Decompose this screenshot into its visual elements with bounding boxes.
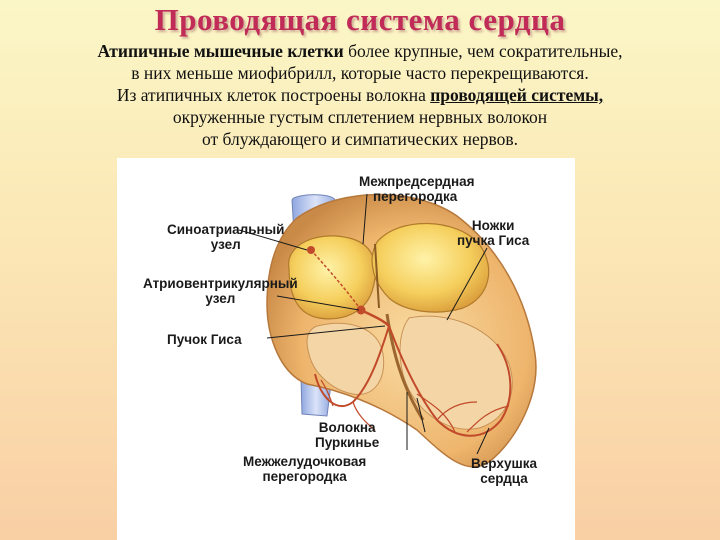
right-atrium bbox=[288, 235, 376, 320]
label-bundle-of-his: Пучок Гиса bbox=[167, 332, 242, 347]
label-purkinje-fibers-1: Волокна bbox=[318, 420, 376, 435]
label-interventricular-septum-2: перегородка bbox=[262, 469, 347, 484]
description: Атипичные мышечные клетки более крупные,… bbox=[10, 40, 710, 150]
label-interatrial-septum: Межпредсердная перегородка bbox=[359, 174, 474, 204]
label-apex-1: Верхушка bbox=[471, 456, 538, 471]
description-line-2: в них меньше миофибрилл, которые часто п… bbox=[131, 63, 589, 83]
right-bundle-branch bbox=[314, 325, 390, 408]
description-line-3: Из атипичных клеток построены волокна пр… bbox=[10, 84, 710, 106]
description-bold-term: Атипичные мышечные клетки bbox=[97, 41, 344, 61]
label-interatrial-septum-2: перегородка bbox=[373, 189, 458, 204]
internodal-pathway bbox=[310, 249, 362, 311]
label-interventricular-septum: Межжелудочковая перегородка bbox=[243, 454, 366, 484]
leader-lines bbox=[238, 193, 490, 455]
left-ventricle bbox=[399, 315, 513, 430]
label-av-node-1: Атриовентрикулярный bbox=[143, 276, 298, 291]
label-purkinje-fibers-2: Пуркинье bbox=[315, 435, 380, 450]
label-bundle-branches-2: пучка Гиса bbox=[457, 233, 530, 248]
label-apex-2: сердца bbox=[480, 471, 528, 486]
left-bundle-branch bbox=[388, 325, 512, 437]
label-sinoatrial-node-1: Синоатриальный bbox=[167, 222, 285, 237]
label-apex: Верхушка сердца bbox=[471, 456, 537, 486]
description-line-5: от блуждающего и симпатических нервов. bbox=[201, 129, 519, 149]
bundle-of-his-path bbox=[360, 308, 390, 327]
slide-title: Проводящая система сердца bbox=[154, 2, 566, 37]
right-ventricle bbox=[306, 322, 385, 396]
description-emphasis: проводящей системы, bbox=[430, 85, 604, 105]
label-av-node-2: узел bbox=[205, 291, 236, 306]
description-line-1: Атипичные мышечные клетки более крупные,… bbox=[10, 40, 710, 62]
label-bundle-branches-1: Ножки bbox=[471, 218, 515, 233]
label-bundle-branches: Ножки пучка Гиса bbox=[457, 218, 529, 248]
label-bundle-of-his-1: Пучок Гиса bbox=[167, 332, 242, 347]
heart-illustration bbox=[238, 193, 537, 468]
label-interatrial-septum-1: Межпредсердная bbox=[359, 174, 475, 189]
left-atrium bbox=[371, 222, 490, 313]
purkinje-fibers bbox=[320, 379, 510, 433]
label-interventricular-septum-1: Межжелудочковая bbox=[243, 454, 367, 469]
heart-diagram-panel: Межпредсердная перегородка Синоатриальны… bbox=[117, 158, 575, 540]
label-purkinje-fibers: Волокна Пуркинье bbox=[315, 420, 379, 450]
description-line-1-rest: более крупные, чем сократительные, bbox=[343, 41, 623, 61]
label-sinoatrial-node: Синоатриальный узел bbox=[167, 222, 284, 252]
interatrial-septum-line bbox=[374, 243, 380, 309]
label-av-node: Атриовентрикулярный узел bbox=[143, 276, 298, 306]
label-sinoatrial-node-2: узел bbox=[210, 237, 241, 252]
description-line-4: окруженные густым сплетением нервных вол… bbox=[172, 107, 548, 127]
description-line-3-start: Из атипичных клеток построены волокна bbox=[116, 85, 431, 105]
